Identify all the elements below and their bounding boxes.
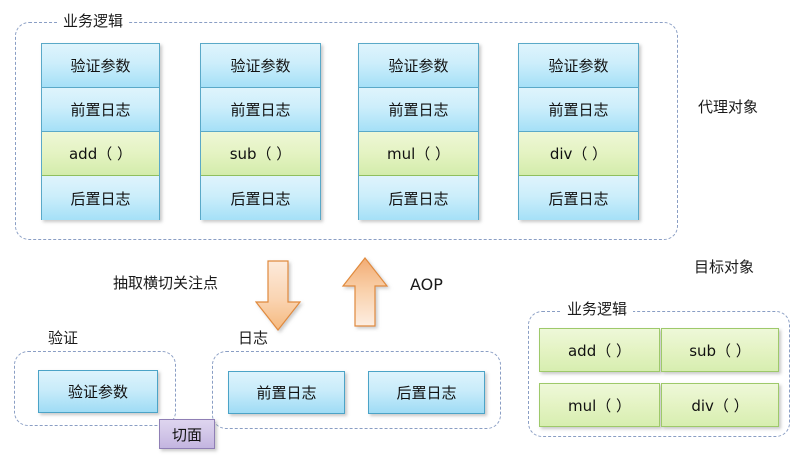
proxy-method-stack: 验证参数 前置日志 mul（ ） 后置日志 bbox=[358, 43, 479, 220]
target-method-div: div（ ） bbox=[661, 383, 779, 427]
down-arrow-icon bbox=[255, 260, 302, 331]
stack-cell: 前置日志 bbox=[519, 88, 638, 132]
stack-cell: 验证参数 bbox=[359, 44, 478, 88]
target-method-sub: sub（ ） bbox=[661, 328, 779, 372]
validation-param-box: 验证参数 bbox=[38, 370, 158, 413]
target-group-label: 业务逻辑 bbox=[561, 301, 634, 317]
proxy-object-side-label: 代理对象 bbox=[698, 98, 759, 116]
proxy-group-label: 业务逻辑 bbox=[57, 13, 130, 29]
stack-cell: 后置日志 bbox=[359, 176, 478, 220]
proxy-method-stack: 验证参数 前置日志 add（ ） 后置日志 bbox=[41, 43, 160, 220]
target-object-group bbox=[528, 311, 790, 437]
target-method-mul: mul（ ） bbox=[539, 383, 660, 427]
validation-aspect-group bbox=[14, 351, 176, 426]
stack-cell-method: div（ ） bbox=[519, 132, 638, 176]
after-log-box: 后置日志 bbox=[368, 371, 485, 414]
stack-cell-method: mul（ ） bbox=[359, 132, 478, 176]
extract-concerns-label: 抽取横切关注点 bbox=[113, 274, 219, 292]
stack-cell: 前置日志 bbox=[359, 88, 478, 132]
stack-cell: 验证参数 bbox=[42, 44, 159, 88]
proxy-method-stack: 验证参数 前置日志 div（ ） 后置日志 bbox=[518, 43, 639, 220]
stack-cell-method: add（ ） bbox=[42, 132, 159, 176]
validation-group-label: 验证 bbox=[42, 330, 85, 346]
up-arrow-icon bbox=[341, 257, 389, 327]
log-aspect-group bbox=[212, 351, 501, 429]
target-method-add: add（ ） bbox=[539, 328, 660, 372]
stack-cell: 后置日志 bbox=[201, 176, 320, 220]
stack-cell: 前置日志 bbox=[201, 88, 320, 132]
stack-cell: 验证参数 bbox=[519, 44, 638, 88]
stack-cell-method: sub（ ） bbox=[201, 132, 320, 176]
target-object-side-label: 目标对象 bbox=[694, 258, 755, 276]
proxy-method-stack: 验证参数 前置日志 sub（ ） 后置日志 bbox=[200, 43, 321, 220]
aop-label: AOP bbox=[410, 275, 443, 294]
aspect-badge: 切面 bbox=[159, 419, 215, 449]
stack-cell: 后置日志 bbox=[42, 176, 159, 220]
stack-cell: 前置日志 bbox=[42, 88, 159, 132]
log-group-label: 日志 bbox=[232, 330, 275, 346]
proxy-object-group bbox=[15, 22, 678, 240]
stack-cell: 验证参数 bbox=[201, 44, 320, 88]
stack-cell: 后置日志 bbox=[519, 176, 638, 220]
before-log-box: 前置日志 bbox=[228, 371, 345, 414]
